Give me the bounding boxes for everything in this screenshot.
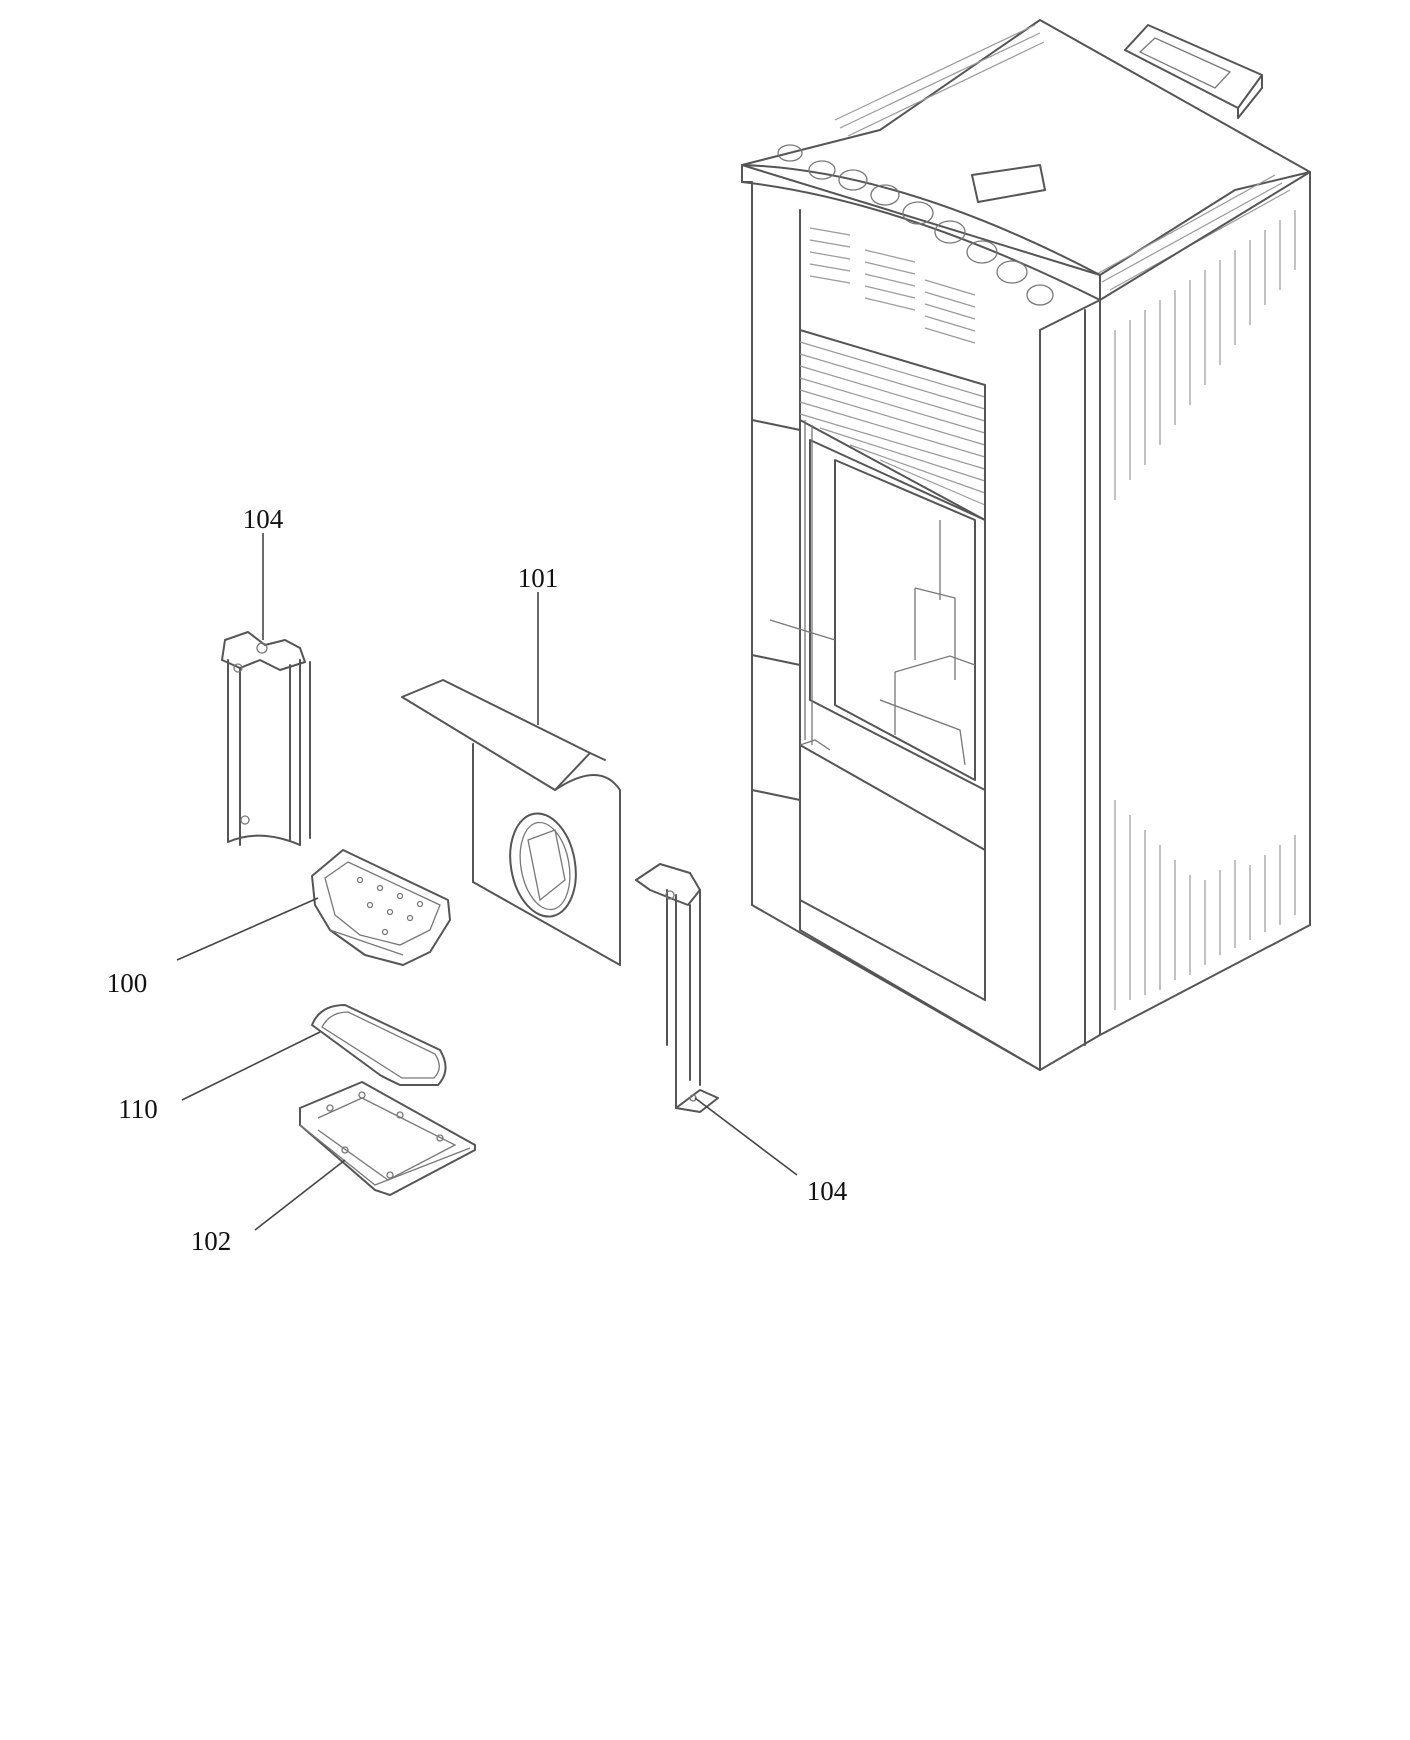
part-100-burn-pot	[311, 849, 451, 966]
leader-lines	[176, 533, 798, 1231]
top-band-ports	[777, 144, 1054, 306]
side-vents-lower	[1114, 800, 1296, 1010]
callout-104-top: 104	[243, 504, 284, 534]
leader-102	[254, 1159, 346, 1231]
callout-labels: 104 101 100 110 102 104	[107, 504, 848, 1256]
lower-door	[799, 739, 986, 1001]
burn-pot-holes	[356, 876, 424, 936]
fire-door	[769, 420, 986, 791]
front-vent-grille	[809, 227, 976, 344]
side-vents-upper	[1114, 210, 1296, 500]
part-101-deflector-plate	[401, 679, 621, 966]
stove-body	[741, 19, 1311, 1071]
callout-100: 100	[107, 968, 148, 998]
callout-102: 102	[191, 1226, 232, 1256]
part-104-right-bracket	[635, 863, 719, 1113]
control-panel	[1124, 24, 1263, 119]
callout-104-bottom: 104	[807, 1176, 848, 1206]
part-110-gasket	[311, 1004, 447, 1086]
louver-band	[799, 329, 986, 521]
hopper-lid	[971, 164, 1046, 203]
callout-101: 101	[518, 563, 559, 593]
leader-110	[181, 1031, 321, 1101]
top-vent-grille	[834, 24, 1291, 291]
callout-110: 110	[118, 1094, 158, 1124]
leader-104-bottom	[694, 1097, 798, 1176]
part-102-base-plate	[299, 1081, 476, 1196]
leader-100	[176, 897, 319, 961]
part-104-left-bracket	[221, 631, 311, 846]
